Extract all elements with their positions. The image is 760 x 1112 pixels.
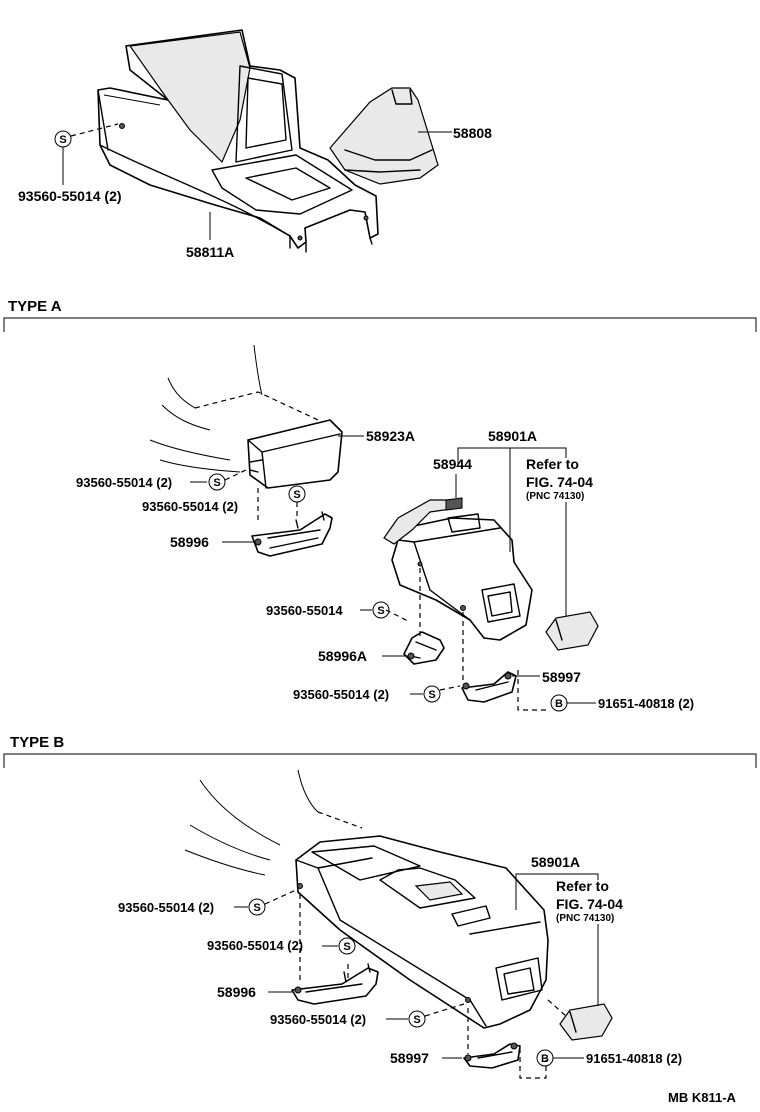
section-bracket-type-b <box>3 753 757 768</box>
label-bolt-a: 91651-40818 (2) <box>598 696 694 711</box>
callout-screw-b3: 93560-55014 (2) S <box>270 1003 465 1028</box>
footer-code: MB K811-A <box>668 1090 737 1105</box>
screw-symbol: S <box>293 489 300 501</box>
label-armrest: 58923A <box>366 428 415 444</box>
refer-b-line3: (PNC 74130) <box>556 913 614 924</box>
label-bracket: 58996 <box>170 534 209 550</box>
bolt-symbol: B <box>541 1053 549 1065</box>
callout-screw-b1: 93560-55014 (2) S <box>118 889 297 916</box>
callout-console-b: 58901A <box>515 854 599 910</box>
callout-bracket-b: 58997 <box>512 669 581 685</box>
label-shift-boot: 58808 <box>453 125 492 141</box>
callout-screw-b2: 93560-55014 (2) S <box>207 937 356 955</box>
label-screw-a1: 93560-55014 (2) <box>76 475 172 490</box>
type-b-console-drawing <box>184 769 613 1079</box>
callout-console-box: 58811A <box>186 212 234 260</box>
label-bracket-b: 58997 <box>542 669 581 685</box>
callout-screw-a2: S 93560-55014 (2) <box>142 485 306 518</box>
label-bolt-b: 91651-40818 (2) <box>586 1051 682 1066</box>
screw-hole <box>119 123 125 129</box>
screw-symbol: S <box>213 477 220 489</box>
refer-a-line1: Refer to <box>526 456 579 472</box>
callout-screw-a4: 93560-55014 (2) S <box>293 685 441 703</box>
callout-console-rear: 58901A <box>457 428 567 552</box>
callout-bolt-a: B 91651-40818 (2) <box>550 694 694 712</box>
screw-symbol: S <box>428 689 435 701</box>
label-console-b: 58901A <box>531 854 580 870</box>
label-screw-b3: 93560-55014 (2) <box>270 1012 366 1027</box>
callout-refer-a: Refer to FIG. 74-04 (PNC 74130) <box>526 456 593 616</box>
refer-b-line2: FIG. 74-04 <box>556 896 623 912</box>
callout-bracket-58997-b: 58997 <box>390 1050 462 1066</box>
label-bracket-b-type: 58996 <box>217 984 256 1000</box>
label-screw-b2: 93560-55014 (2) <box>207 938 303 953</box>
label-console-box: 58811A <box>186 244 234 260</box>
callout-shift-boot: 58808 <box>418 125 492 141</box>
section-title-type-a: TYPE A <box>8 298 62 315</box>
callout-screw-a3: 93560-55014 S <box>266 601 390 619</box>
refer-a-line3: (PNC 74130) <box>526 491 584 502</box>
label-lid: 58944 <box>433 456 472 472</box>
label-bracket-a: 58996A <box>318 648 367 664</box>
section-bracket-type-a <box>3 317 757 332</box>
callout-screw-top: S 93560-55014 (2) <box>18 123 122 204</box>
label-screw-b1: 93560-55014 (2) <box>118 900 214 915</box>
callout-refer-b: Refer to FIG. 74-04 (PNC 74130) <box>556 878 623 1006</box>
label-screw-a4: 93560-55014 (2) <box>293 687 389 702</box>
label-console-rear: 58901A <box>488 428 537 444</box>
label-bracket-58997-b: 58997 <box>390 1050 429 1066</box>
refer-b-line1: Refer to <box>556 878 609 894</box>
callout-bolt-b: B 91651-40818 (2) <box>536 1049 682 1067</box>
refer-a-line2: FIG. 74-04 <box>526 474 593 490</box>
screw-symbol: S <box>343 941 350 953</box>
callout-screw-a1: 93560-55014 (2) S <box>76 467 251 491</box>
bolt-symbol: B <box>555 698 563 710</box>
screw-symbol: S <box>253 902 260 914</box>
shift-boot-drawing <box>329 87 439 185</box>
screw-symbol: S <box>59 134 66 146</box>
screw-symbol: S <box>413 1014 420 1026</box>
callout-bracket: 58996 <box>170 534 254 550</box>
type-a-console-rear-drawing <box>149 344 599 711</box>
callout-armrest: 58923A <box>338 428 415 444</box>
callout-bracket-a: 58996A <box>318 648 408 664</box>
label-screw-a2: 93560-55014 (2) <box>142 499 238 514</box>
callout-lid: 58944 <box>433 456 472 498</box>
label-screw-top: 93560-55014 (2) <box>18 188 122 204</box>
label-screw-a3: 93560-55014 <box>266 603 343 618</box>
callout-bracket-b-type: 58996 <box>217 984 294 1000</box>
section-title-type-b: TYPE B <box>10 734 64 751</box>
console-box-drawing <box>97 29 379 253</box>
screw-symbol: S <box>377 605 384 617</box>
